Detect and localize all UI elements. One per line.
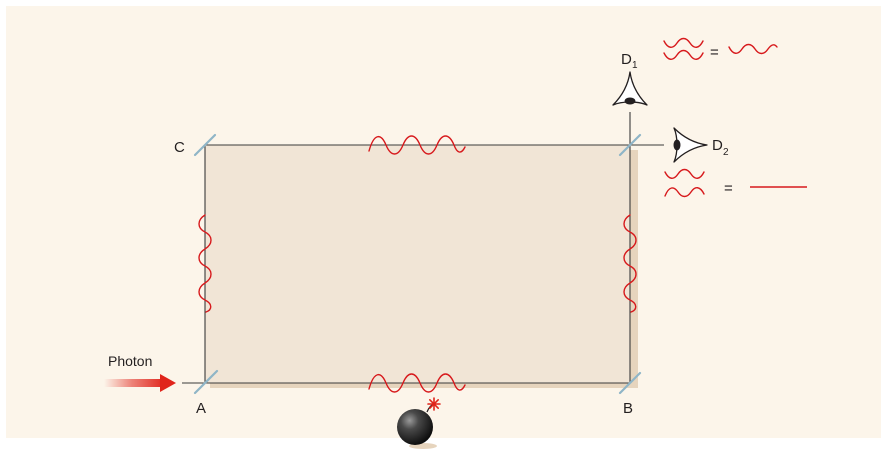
detector-d2-label: D <box>712 137 723 154</box>
wave-right-arm <box>623 214 637 313</box>
photon-label: Photon <box>108 353 152 369</box>
detector-d1-label: D <box>621 51 632 68</box>
label-b: B <box>623 400 633 417</box>
d2-interference-equation: = <box>664 168 807 198</box>
mirror-c <box>193 133 217 157</box>
label-c: C <box>174 139 185 156</box>
wave-left-arm <box>198 214 212 313</box>
bomb-icon <box>397 397 441 449</box>
equals-sign-d1: = <box>710 44 719 61</box>
photon-beam <box>104 379 166 387</box>
wave-bottom-arm <box>368 373 466 393</box>
interferometer-area <box>205 145 630 383</box>
eye-icon <box>673 127 708 163</box>
beam-splitter-d <box>618 133 642 157</box>
label-a: A <box>196 400 206 417</box>
d1-interference-equation: = <box>663 37 778 61</box>
arrow-right-icon <box>160 374 176 392</box>
wave-top-arm <box>368 135 466 155</box>
eye-icon <box>612 71 648 106</box>
detector-d2-subscript: 2 <box>723 147 729 158</box>
beam-splitter-a <box>193 369 219 395</box>
detector-d1-subscript: 1 <box>632 60 638 71</box>
mirror-b <box>618 371 642 395</box>
equals-sign-d2: = <box>724 180 733 197</box>
